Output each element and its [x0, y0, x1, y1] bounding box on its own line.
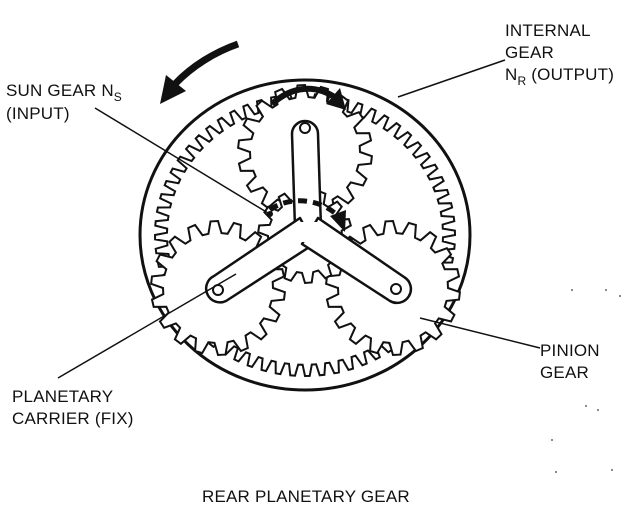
ring-gear-teeth: [153, 92, 457, 378]
carrier-pin-top: [299, 122, 311, 134]
leader-planetary-carrier: [57, 273, 237, 379]
carrier-hub: [297, 222, 322, 242]
carrier-arm-top: [290, 119, 323, 230]
pinion-rotation-arrowhead: [326, 88, 346, 110]
ring-rotation-arrow: [172, 40, 240, 87]
carrier-arm-left: [204, 216, 316, 304]
leader-pinion-gear: [419, 317, 541, 349]
label-nr-rest: (OUTPUT): [526, 65, 615, 84]
diagram-caption: REAR PLANETARY GEAR: [202, 487, 410, 506]
sun-rotation-arrow: [268, 198, 338, 216]
ring-outer-rim: [138, 78, 472, 392]
leader-internal-gear: [397, 59, 506, 98]
scan-specks: [551, 289, 621, 473]
label-pinion-gear-line1: PINION: [540, 341, 600, 360]
label-ns-sub: S: [113, 90, 123, 104]
label-planetary-carrier-line1: PLANETARY: [12, 387, 114, 406]
sun-rotation-arrowhead: [330, 210, 346, 232]
label-internal-gear-line2: GEAR: [505, 43, 554, 62]
label-sun-gear-line2: (INPUT): [6, 104, 70, 123]
label-internal-gear-line1: INTERNAL: [505, 21, 591, 40]
label-planetary-carrier: PLANETARY CARRIER (FIX): [12, 386, 134, 430]
label-nr-sub: R: [517, 74, 527, 88]
label-nr-main: N: [505, 65, 518, 84]
carrier-pin-right: [390, 283, 402, 295]
internal-ring-gear: [138, 78, 472, 392]
planetary-carrier: [204, 119, 413, 305]
label-pinion-gear-line2: GEAR: [540, 363, 589, 382]
ring-rotation-arrowhead: [160, 75, 186, 104]
label-pinion-gear: PINION GEAR: [540, 340, 600, 384]
label-planetary-carrier-line2: CARRIER (FIX): [12, 409, 134, 428]
label-sun-gear: SUN GEAR NS (INPUT): [6, 80, 122, 125]
label-internal-gear-line3: NR (OUTPUT): [505, 64, 615, 88]
sun-center-dot: [267, 211, 273, 217]
label-sun-gear-line1: SUN GEAR NS: [6, 80, 123, 104]
label-internal-gear: INTERNAL GEAR NR (OUTPUT): [505, 20, 615, 88]
pinion-rotation-arrow: [269, 85, 338, 107]
carrier-arm-right: [300, 216, 413, 305]
label-ns-main: SUN GEAR N: [6, 81, 114, 100]
leader-sun-gear: [94, 107, 269, 214]
